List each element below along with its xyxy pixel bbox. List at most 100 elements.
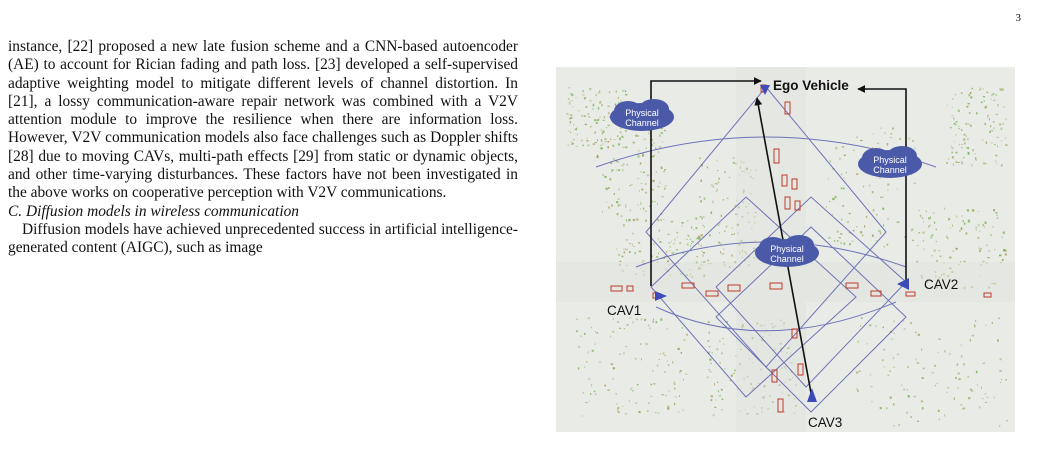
lidar-point [603, 116, 606, 119]
lidar-point [761, 408, 763, 409]
lidar-point [737, 232, 739, 234]
lidar-point [676, 231, 678, 233]
lidar-point [907, 389, 909, 391]
lidar-point [659, 240, 662, 243]
lidar-point [677, 262, 680, 264]
lidar-point [642, 260, 645, 262]
lidar-point [750, 169, 752, 171]
lidar-point [911, 228, 914, 231]
lidar-point [616, 169, 618, 172]
lidar-point [745, 206, 747, 208]
lidar-point [990, 94, 993, 96]
lidar-point [988, 250, 990, 252]
lidar-point [586, 137, 588, 139]
lidar-point [951, 115, 954, 117]
lidar-point [708, 369, 710, 371]
lidar-point [669, 274, 672, 276]
lidar-point [841, 218, 843, 221]
lidar-point [603, 130, 605, 133]
lidar-point [710, 184, 713, 186]
lidar-point [663, 170, 665, 173]
lidar-point [614, 103, 617, 106]
lidar-point [600, 100, 602, 102]
lidar-point [667, 233, 670, 235]
vehicle-markers [655, 85, 909, 402]
lidar-point [636, 218, 639, 221]
lidar-point [679, 241, 681, 245]
lidar-point [906, 411, 909, 414]
lidar-point [598, 361, 602, 363]
lidar-point [995, 114, 998, 115]
lidar-point [588, 116, 591, 118]
lidar-point [960, 227, 963, 230]
lidar-point [617, 143, 621, 146]
lidar-point [952, 163, 954, 166]
lidar-point [882, 326, 884, 329]
lidar-point [635, 318, 638, 321]
lidar-point [714, 406, 717, 408]
lidar-point [672, 361, 674, 364]
lidar-point [597, 92, 600, 94]
lidar-point [886, 407, 888, 410]
lidar-point [914, 147, 916, 150]
lidar-point [640, 267, 642, 270]
lidar-point [621, 255, 624, 258]
lidar-point [967, 123, 970, 125]
lidar-point [676, 236, 678, 238]
lidar-point [867, 203, 869, 205]
lidar-point [928, 225, 930, 228]
lidar-point [640, 183, 643, 185]
lidar-point [659, 181, 661, 184]
lidar-point [648, 402, 650, 404]
lidar-point [753, 247, 755, 249]
lidar-point [621, 169, 624, 172]
lidar-point [649, 205, 651, 207]
lidar-point [1002, 88, 1004, 90]
lidar-point [569, 117, 571, 120]
lidar-point [669, 246, 671, 248]
lidar-point [826, 206, 827, 209]
lidar-point [632, 232, 634, 235]
lidar-point [835, 146, 838, 150]
lidar-point [983, 100, 985, 102]
lidar-point [749, 256, 751, 258]
lidar-point [754, 239, 756, 243]
lidar-point [915, 358, 917, 361]
lidar-point [967, 138, 969, 141]
lidar-point [717, 170, 719, 171]
lidar-point [966, 105, 969, 108]
lidar-point [695, 226, 698, 230]
lidar-point [608, 91, 611, 94]
figure-canvas [556, 67, 1015, 432]
lidar-point [1004, 379, 1007, 381]
lidar-point [995, 94, 997, 96]
lidar-point [740, 349, 742, 350]
lidar-point [596, 139, 598, 142]
lidar-point [938, 338, 941, 340]
lidar-point [849, 243, 851, 246]
lidar-point [745, 252, 747, 255]
lidar-point [576, 133, 578, 136]
lidar-point [626, 219, 628, 222]
lidar-point [570, 114, 573, 116]
lidar-point [664, 371, 666, 373]
lidar-point [640, 343, 642, 345]
lidar-point [604, 384, 606, 387]
lidar-point [889, 396, 892, 399]
lidar-point [679, 273, 683, 275]
lidar-point [619, 260, 622, 262]
lidar-point [723, 248, 725, 250]
lidar-point [745, 409, 746, 411]
lidar-point [979, 406, 981, 409]
section-heading: C. Diffusion models in wireless communic… [8, 202, 299, 220]
cav3-label: CAV3 [808, 415, 843, 430]
lidar-point [632, 218, 636, 222]
lidar-point [963, 133, 966, 136]
lidar-point [947, 158, 950, 160]
lidar-point [731, 227, 733, 229]
lidar-point [879, 232, 881, 235]
lidar-point [769, 369, 771, 371]
lidar-point [926, 279, 929, 281]
lidar-point [965, 232, 968, 235]
lidar-point [938, 276, 941, 279]
